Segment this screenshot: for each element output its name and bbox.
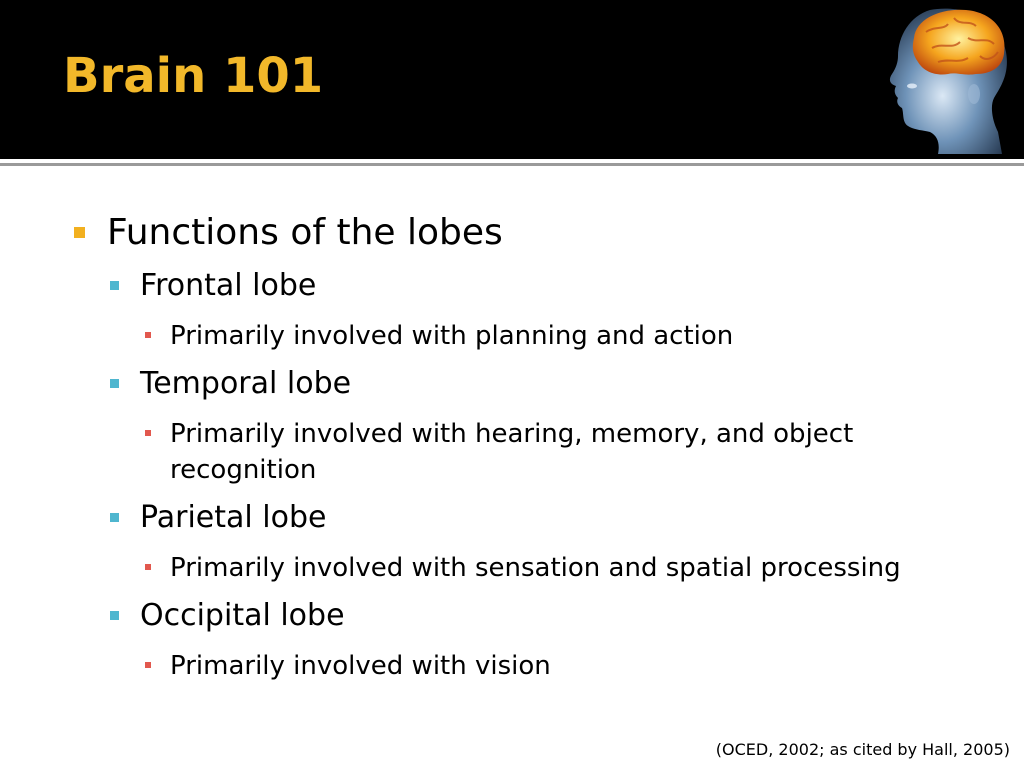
slide-header: Brain 101 — [0, 0, 1024, 159]
square-bullet-icon — [145, 564, 151, 570]
bullet-item-level3: Primarily involved with planning and act… — [145, 318, 1000, 354]
bullet-text: Occipital lobe — [140, 598, 345, 633]
bullet-text: Primarily involved with vision — [170, 651, 551, 681]
square-bullet-icon — [145, 662, 151, 668]
bullet-item-level2: Occipital lobe — [110, 598, 345, 634]
bullet-text: Functions of the lobes — [107, 212, 503, 253]
bullet-item-level1: Functions of the lobes — [74, 211, 503, 255]
citation: (OCED, 2002; as cited by Hall, 2005) — [715, 740, 1010, 759]
header-divider-white — [0, 159, 1024, 163]
bullet-text: Parietal lobe — [140, 500, 327, 535]
square-bullet-icon — [145, 332, 151, 338]
bullet-item-level3: Primarily involved with sensation and sp… — [145, 550, 1000, 586]
bullet-text: Primarily involved with planning and act… — [170, 321, 734, 351]
bullet-text: Temporal lobe — [140, 366, 352, 401]
square-bullet-icon — [110, 611, 119, 620]
bullet-item-level2: Temporal lobe — [110, 366, 351, 402]
glowing-brain-head-icon — [889, 8, 1007, 154]
bullet-item-level3: Primarily involved with vision — [145, 648, 1000, 684]
bullet-item-level2: Frontal lobe — [110, 268, 316, 304]
square-bullet-icon — [110, 379, 119, 388]
bullet-item-level3: Primarily involved with hearing, memory,… — [145, 416, 1000, 488]
slide-title: Brain 101 — [63, 48, 324, 104]
square-bullet-icon — [145, 430, 151, 436]
square-bullet-icon — [110, 281, 119, 290]
bullet-text: Primarily involved with sensation and sp… — [170, 553, 901, 583]
header-divider-gray — [0, 163, 1024, 166]
square-bullet-icon — [74, 227, 85, 238]
bullet-text: Primarily involved with hearing, memory,… — [170, 419, 854, 485]
bullet-item-level2: Parietal lobe — [110, 500, 326, 536]
square-bullet-icon — [110, 513, 119, 522]
bullet-text: Frontal lobe — [140, 268, 317, 303]
